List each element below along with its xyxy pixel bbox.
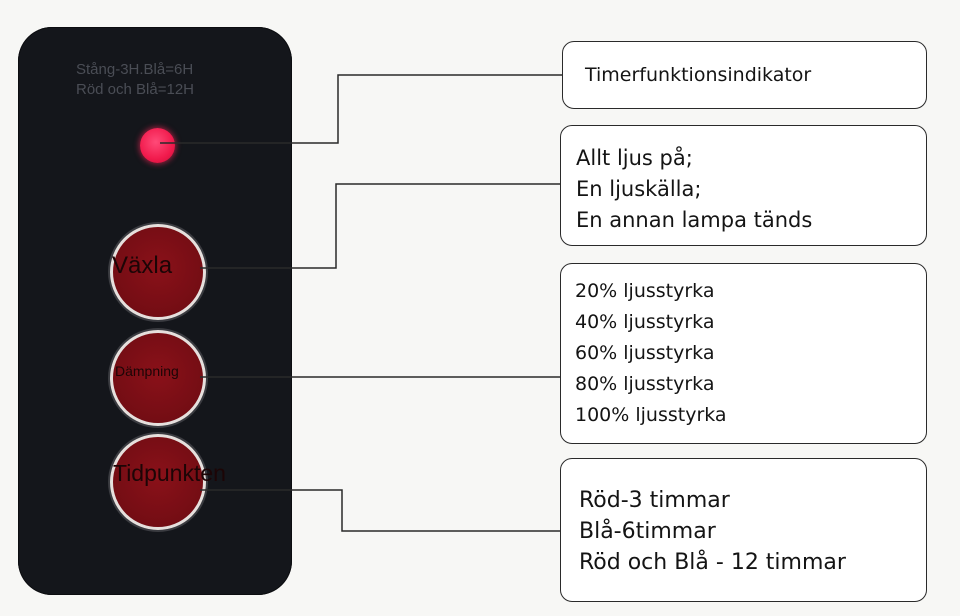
remote-note-line: Stång-3H.Blå=6H — [76, 61, 194, 78]
dimming-button[interactable] — [110, 330, 206, 426]
timer-button-label: Tidpunkten — [113, 460, 226, 486]
callout-text: 40% ljusstyrka — [575, 311, 715, 333]
remote-note-line: Röd och Blå=12H — [76, 81, 194, 98]
callout-text: 60% ljusstyrka — [575, 342, 715, 364]
timer-indicator-led — [140, 128, 175, 163]
timer-button[interactable] — [110, 434, 206, 530]
callout-text: Röd-3 timmar — [579, 488, 730, 513]
callout-text: Timerfunktionsindikator — [585, 64, 812, 86]
callout-text: Allt ljus på; — [576, 146, 693, 170]
callout-dimming: 20% ljusstyrka 40% ljusstyrka 60% ljusst… — [560, 263, 927, 444]
switch-button-label: Växla — [112, 252, 173, 279]
callout-timer-indicator: Timerfunktionsindikator — [562, 41, 927, 109]
connector-timer-indicator — [160, 74, 562, 144]
remote-note: Stång-3H.Blå=6H Röd och Blå=12H — [76, 60, 276, 100]
callout-text: Röd och Blå - 12 timmar — [579, 550, 846, 575]
callout-timer: Röd-3 timmar Blå-6timmar Röd och Blå - 1… — [560, 458, 927, 602]
connector-switch — [200, 183, 560, 269]
connector-timer — [200, 489, 560, 532]
callout-switch: Allt ljus på; En ljuskälla; En annan lam… — [560, 125, 927, 246]
callout-text: En ljuskälla; — [576, 177, 702, 201]
dimming-button-label: Dämpning — [115, 363, 179, 379]
callout-text: 100% ljusstyrka — [575, 404, 727, 426]
callout-text: 20% ljusstyrka — [575, 280, 715, 302]
callout-text: Blå-6timmar — [579, 519, 716, 544]
callout-text: 80% ljusstyrka — [575, 373, 715, 395]
switch-button[interactable] — [110, 224, 206, 320]
callout-text: En annan lampa tänds — [576, 208, 813, 232]
